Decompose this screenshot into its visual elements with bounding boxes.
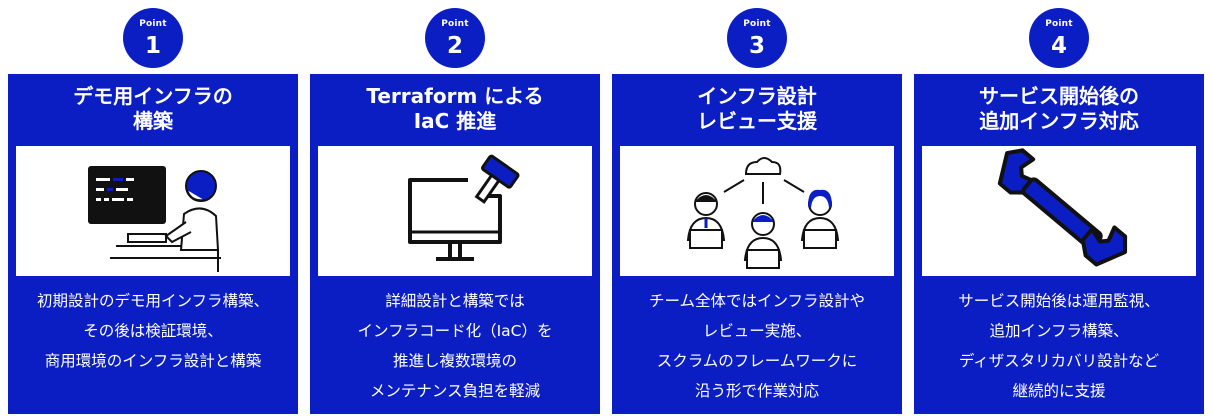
point-badge-number: 3 [748, 33, 765, 59]
point-description-4: サービス開始後は運用監視、 追加インフラ構築、 ディザスタリカバリ設計など 継続… [958, 292, 1160, 400]
point-panel-3: インフラ設計 レビュー支援 [612, 74, 902, 414]
point-badge-label: Point [743, 19, 771, 29]
monitor-hammer-icon [408, 154, 520, 261]
illustration-panel-3 [620, 146, 894, 276]
point-panel-2: Terraform による IaC 推進 詳細設計と構築では インフラコード化（… [310, 74, 600, 414]
point-badge-number: 2 [446, 33, 463, 59]
developer-at-computer-icon [88, 166, 221, 272]
wrench-icon [997, 148, 1128, 267]
point-title-2: Terraform による IaC 推進 [366, 84, 544, 133]
point-panel-4: サービス開始後の 追加インフラ対応 サービス開始後は運用監視、 追加インフラ構築… [914, 74, 1204, 414]
point-badge-label: Point [1045, 19, 1073, 29]
illustration-panel-1 [16, 146, 290, 276]
point-description-3: チーム全体ではインフラ設計や レビュー実施、 スクラムのフレームワークに 沿う形… [648, 292, 866, 400]
point-description-1: 初期設計のデモ用インフラ構築、 その後は検証環境、 商用環境のインフラ設計と構築 [36, 292, 270, 370]
point-badge-2: Point 2 [425, 8, 485, 68]
illustration-panel-4 [922, 146, 1196, 276]
point-badge-number: 1 [144, 33, 161, 59]
point-badge-label: Point [441, 19, 469, 29]
point-title-1: デモ用インフラの 構築 [73, 84, 233, 133]
point-badge-4: Point 4 [1029, 8, 1089, 68]
illustration-panel-2 [318, 146, 592, 276]
point-badge-number: 4 [1050, 33, 1067, 59]
point-description-2: 詳細設計と構築では インフラコード化（IaC）を 推進し複数環境の メンテナンス… [357, 292, 553, 400]
point-title-3: インフラ設計 レビュー支援 [697, 84, 817, 133]
point-card-2: Point 2 Terraform による IaC 推進 詳 [310, 0, 600, 416]
team-cloud-icon [686, 157, 840, 269]
point-badge-1: Point 1 [123, 8, 183, 68]
point-card-3: Point 3 インフラ設計 レビュー支援 [612, 0, 902, 416]
point-card-4: Point 4 サービス開始後の 追加インフラ対応 サービス開始後は運用監視、 … [914, 0, 1204, 416]
point-card-1: Point 1 デモ用インフラの 構築 [8, 0, 298, 416]
point-title-4: サービス開始後の 追加インフラ対応 [979, 84, 1139, 133]
point-panel-1: デモ用インフラの 構築 [8, 74, 298, 414]
point-badge-3: Point 3 [727, 8, 787, 68]
point-badge-label: Point [139, 19, 167, 29]
